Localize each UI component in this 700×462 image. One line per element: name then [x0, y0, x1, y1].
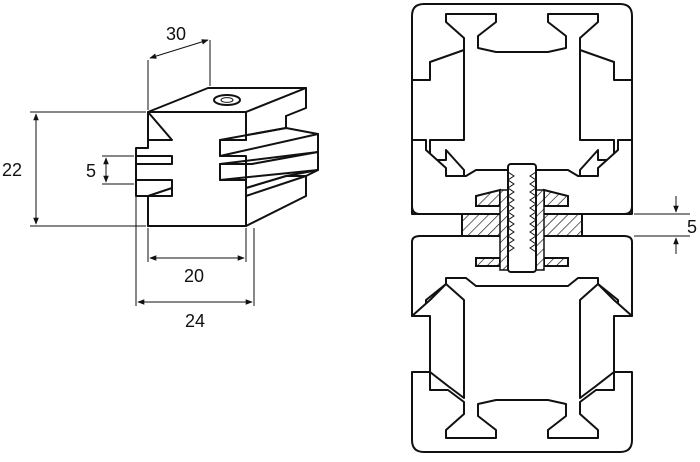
dim-depth: 30 — [147, 24, 211, 110]
slot-edge-2 — [219, 133, 319, 157]
dim-height-label: 22 — [2, 160, 22, 180]
slot-edge-4 — [219, 169, 319, 181]
slot-edge-8 — [305, 169, 319, 177]
screw — [507, 163, 537, 273]
lower-nut-left — [475, 257, 501, 267]
mounting-hole — [213, 94, 241, 106]
slot-edge-3 — [219, 151, 319, 165]
connector-section — [461, 163, 583, 273]
mounting-hole-inner — [220, 97, 234, 103]
dim-gap: 5 — [634, 196, 697, 254]
slot-edge-5 — [245, 175, 307, 197]
screw-threads — [507, 171, 537, 253]
dim-slot: 5 — [86, 155, 134, 185]
profile-lower-bottom — [411, 371, 633, 453]
profile-lower — [411, 235, 633, 453]
dim-outer-width: 24 — [135, 182, 255, 331]
dim-depth-label: 30 — [166, 24, 186, 44]
dim-gap-label: 5 — [687, 217, 697, 237]
slot-edge-1 — [219, 127, 287, 141]
dim-inner-width: 20 — [147, 228, 247, 286]
profile-lower-top — [411, 235, 633, 317]
dim-height: 22 — [2, 111, 146, 227]
profile-upper-outline — [411, 3, 633, 81]
dim-inner-width-label: 20 — [184, 266, 204, 286]
lower-nut-right — [543, 257, 569, 267]
profile-lower-body — [411, 283, 633, 399]
slot-nut-block — [135, 87, 319, 227]
dim-outer-width-label: 24 — [185, 311, 205, 331]
dim-slot-label: 5 — [86, 161, 96, 181]
